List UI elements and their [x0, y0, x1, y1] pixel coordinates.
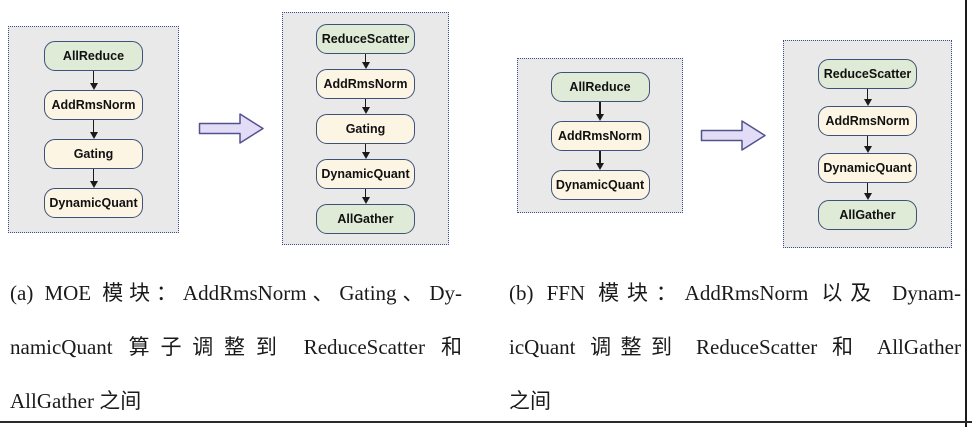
- down-arrow-icon: [88, 71, 100, 90]
- down-arrow-icon: [594, 101, 606, 121]
- caption-a-line3: AllGather 之间: [10, 389, 142, 413]
- down-arrow-icon: [360, 143, 372, 159]
- caption-b-line3: 之间: [509, 389, 551, 413]
- node-addrmsnorm: AddRmsNorm: [316, 68, 415, 99]
- frame-bottom-border: [0, 421, 972, 423]
- caption-a: (a) MOE 模块：AddRmsNorm、Gating、Dy- namicQu…: [10, 266, 462, 427]
- node-reducescatter: ReduceScatter: [316, 23, 415, 54]
- down-arrow-icon: [360, 188, 372, 204]
- down-arrow-icon: [360, 53, 372, 69]
- node-reducescatter: ReduceScatter: [818, 58, 917, 89]
- down-arrow-icon: [360, 98, 372, 114]
- caption-a-line2: namicQuant 算子调整到 ReduceScatter 和: [10, 335, 462, 359]
- frame-right-border: [965, 0, 967, 427]
- node-allreduce: AllReduce: [550, 71, 650, 102]
- node-allgather: AllGather: [818, 199, 917, 230]
- node-dynamicquant: DynamicQuant: [818, 152, 917, 183]
- node-dynamicquant: DynamicQuant: [44, 188, 143, 218]
- node-addrmsnorm: AddRmsNorm: [44, 90, 143, 120]
- node-allreduce: AllReduce: [44, 41, 143, 71]
- transform-arrow-icon: [198, 113, 264, 144]
- caption-b-line2: icQuant 调整到 ReduceScatter 和 AllGather: [509, 335, 961, 359]
- down-arrow-icon: [862, 88, 874, 106]
- node-dynamicquant: DynamicQuant: [316, 158, 415, 189]
- node-gating: Gating: [316, 113, 415, 144]
- node-gating: Gating: [44, 139, 143, 169]
- caption-b: (b) FFN 模块：AddRmsNorm 以及 Dynam- icQuant …: [509, 266, 961, 427]
- moe-after-panel: ReduceScatter AddRmsNorm Gating DynamicQ…: [282, 12, 449, 245]
- down-arrow-icon: [862, 135, 874, 153]
- caption-a-line1: (a) MOE 模块：AddRmsNorm、Gating、Dy-: [10, 281, 462, 305]
- down-arrow-icon: [88, 169, 100, 188]
- ffn-before-panel: AllReduce AddRmsNorm DynamicQuant: [517, 58, 683, 213]
- down-arrow-icon: [88, 120, 100, 139]
- node-allgather: AllGather: [316, 203, 415, 234]
- node-addrmsnorm: AddRmsNorm: [818, 105, 917, 136]
- down-arrow-icon: [862, 182, 874, 200]
- down-arrow-icon: [594, 150, 606, 170]
- node-addrmsnorm: AddRmsNorm: [550, 120, 650, 151]
- moe-before-panel: AllReduce AddRmsNorm Gating DynamicQuant: [8, 26, 179, 233]
- node-dynamicquant: DynamicQuant: [550, 169, 650, 200]
- caption-b-line1: (b) FFN 模块：AddRmsNorm 以及 Dynam-: [509, 281, 961, 305]
- transform-arrow-icon: [700, 120, 766, 151]
- ffn-after-panel: ReduceScatter AddRmsNorm DynamicQuant Al…: [783, 40, 952, 248]
